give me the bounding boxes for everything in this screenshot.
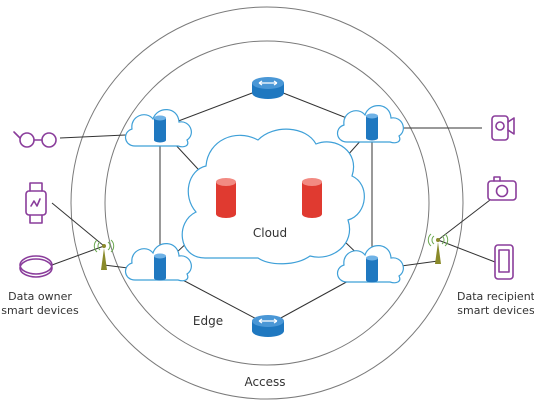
edge-server-icon: [154, 115, 166, 143]
owner-label-line1: Data owner: [8, 290, 72, 303]
access-ring: [70, 6, 464, 400]
smartphone-icon: [494, 244, 514, 280]
edge-server-icon: [366, 113, 378, 141]
owner-label-line2: smart devices: [1, 304, 79, 317]
smartwatch-icon: [25, 182, 47, 224]
camera-icon: [487, 176, 517, 201]
cloud-server-icon: [216, 178, 236, 218]
wristband-icon: [19, 255, 53, 278]
edge-label: Edge: [193, 314, 223, 328]
camcorder-icon: [491, 115, 515, 141]
edge-server-icon: [366, 255, 378, 283]
smart-glasses-icon: [13, 131, 57, 148]
recipient-label-line1: Data recipient: [457, 290, 534, 303]
router-icon: [252, 77, 284, 99]
edge-ring: [104, 40, 430, 366]
recipient-label-line2: smart devices: [457, 304, 534, 317]
antenna-icon: [427, 233, 449, 264]
router-icon: [252, 315, 284, 337]
antenna-icon: [93, 239, 115, 270]
cloud-label: Cloud: [253, 226, 287, 240]
central-cloud-shape: [181, 128, 365, 265]
edge-server-icon: [154, 253, 166, 281]
access-label: Access: [244, 375, 285, 389]
cloud-server-icon: [302, 178, 322, 218]
